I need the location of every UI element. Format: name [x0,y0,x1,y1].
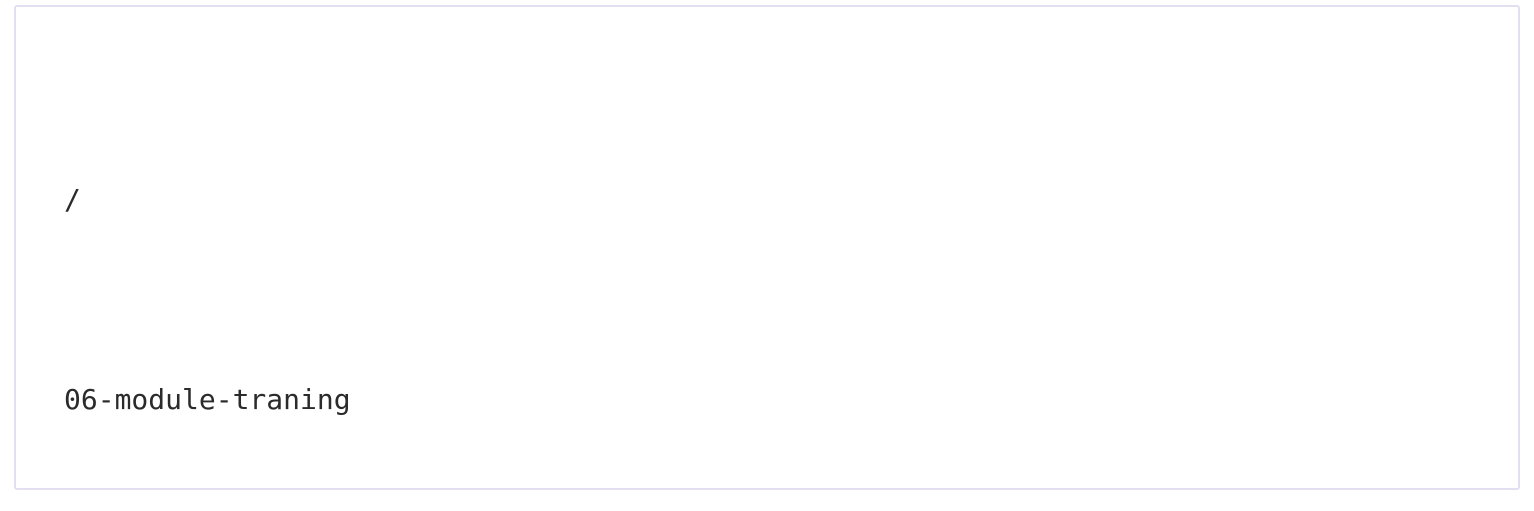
directory-tree: / 06-module-traning ├── modules # child-… [64,25,1109,488]
tree-line: / [64,175,1109,225]
tree-node-name: / [64,183,81,216]
tree-line: 06-module-traning [64,375,1109,425]
code-block-card: / 06-module-traning ├── modules # child-… [14,5,1520,490]
tree-node-name: 06-module-traning [64,383,351,416]
